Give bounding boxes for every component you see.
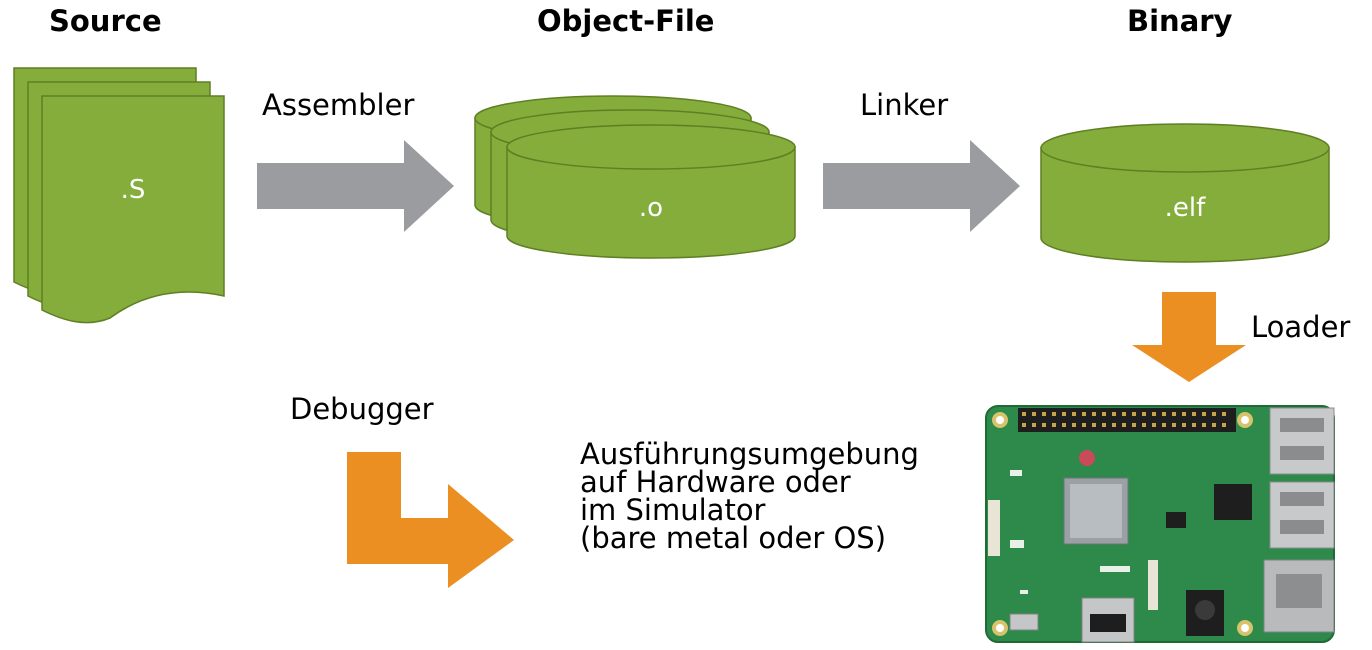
source-document-front (41, 95, 225, 324)
linker-arrow (823, 140, 1020, 232)
object-file-cylinders (474, 95, 796, 259)
loader-label: Loader (1251, 310, 1351, 344)
heading-source: Source (49, 4, 162, 38)
loader-arrow (1132, 292, 1246, 382)
heading-object-file: Object-File (537, 4, 715, 38)
execution-line-4: (bare metal oder OS) (580, 521, 887, 555)
object-cylinder-front (506, 124, 796, 259)
execution-line-3: im Simulator (580, 493, 766, 527)
debugger-label: Debugger (290, 392, 434, 426)
assembler-arrow (257, 140, 454, 232)
binary-ext-label: .elf (1165, 193, 1206, 223)
execution-line-2: auf Hardware oder (580, 465, 851, 499)
object-ext-label: .o (639, 193, 663, 223)
raspberry-pi-board-icon (985, 405, 1335, 643)
linker-label: Linker (860, 88, 949, 122)
binary-cylinder (1040, 123, 1330, 263)
debugger-arrow (347, 452, 514, 588)
execution-environment-text: Ausführungsumgebung auf Hardware oder im… (580, 437, 919, 555)
heading-binary: Binary (1127, 4, 1233, 38)
execution-line-1: Ausführungsumgebung (580, 437, 919, 471)
assembler-label: Assembler (262, 88, 415, 122)
source-ext-label: .S (121, 175, 146, 205)
source-document-stack (13, 67, 225, 324)
